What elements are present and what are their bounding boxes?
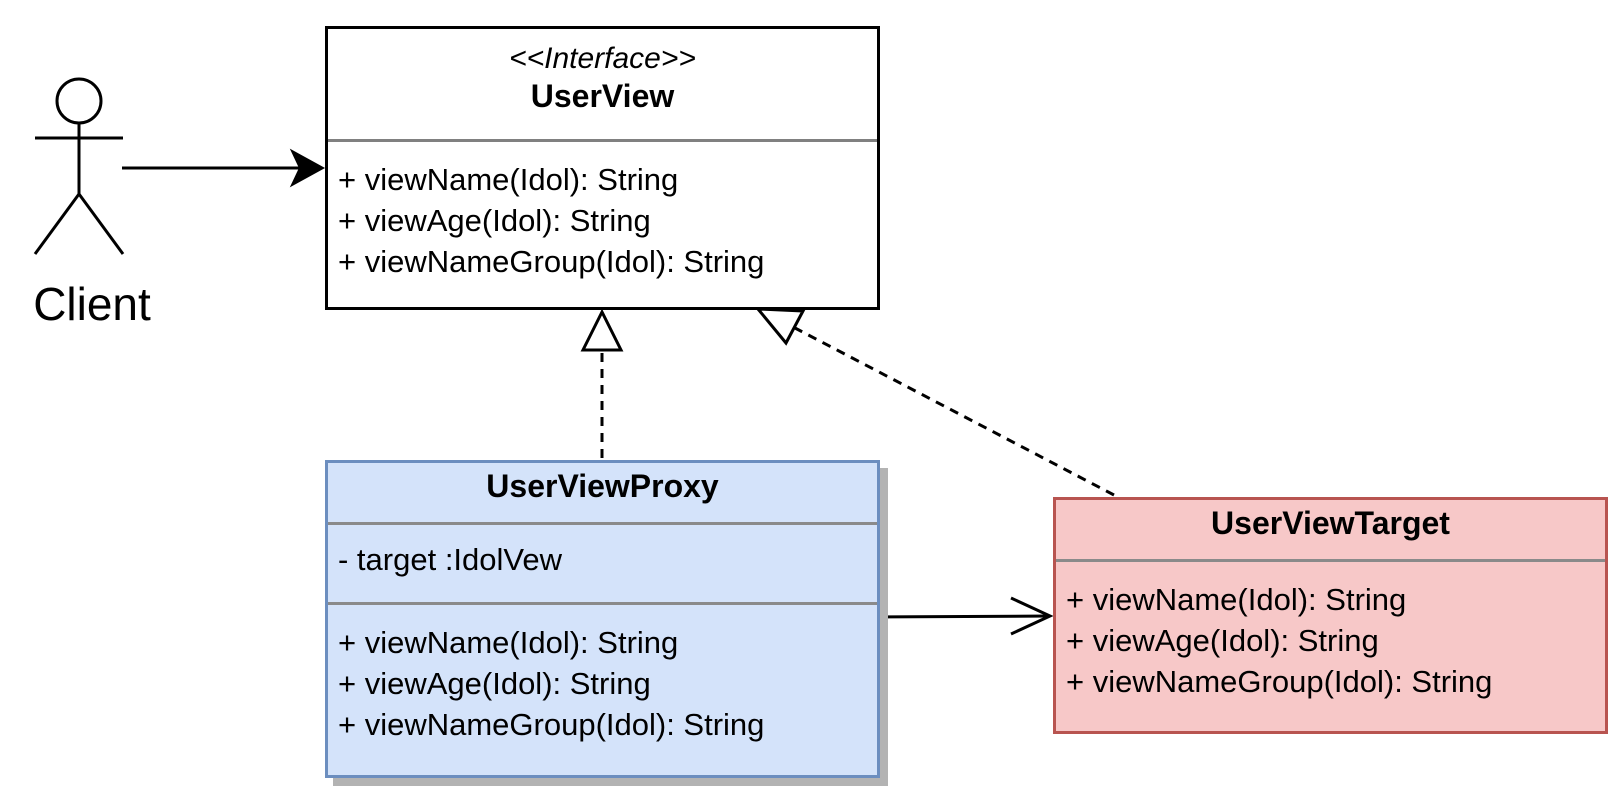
stereotype-label: <<Interface>> [509,42,696,75]
divider [328,522,877,525]
operation: + viewNameGroup(Idol): String [338,244,765,279]
operation: + viewAge(Idol): String [338,203,651,238]
attributes-section: - target :IdolVew [328,525,877,602]
operation: + viewName(Idol): String [338,162,679,197]
client-actor: Client [22,76,162,336]
divider [1056,559,1605,562]
class-name: UserViewProxy [486,468,719,504]
target-realizes-userview [754,307,1115,497]
class-header: UserViewTarget [1056,500,1605,559]
class-header: <<Interface>> UserView [328,29,877,139]
class-header: UserViewProxy [328,463,877,522]
operation: + viewAge(Idol): String [338,666,651,701]
class-name: UserViewTarget [1211,505,1450,541]
operation: + viewName(Idol): String [1066,582,1407,617]
operation: + viewNameGroup(Idol): String [1066,664,1493,699]
client-to-userview-arrow [122,148,326,188]
operations-section: + viewName(Idol): String + viewAge(Idol)… [328,605,877,745]
divider [328,602,877,605]
userviewproxy-class-box[interactable]: UserViewProxy - target :IdolVew + viewNa… [325,460,880,778]
operations-section: + viewName(Idol): String + viewAge(Idol)… [328,142,877,282]
operation: + viewNameGroup(Idol): String [338,707,765,742]
operation: + viewAge(Idol): String [1066,623,1379,658]
operations-section: + viewName(Idol): String + viewAge(Idol)… [1056,562,1605,702]
attribute: - target :IdolVew [338,542,563,577]
class-name: UserView [530,78,675,114]
actor-label: Client [33,278,151,330]
divider [328,139,877,142]
proxy-to-target-arrow [877,596,1054,636]
operation: + viewName(Idol): String [338,625,679,660]
userview-interface-box[interactable]: <<Interface>> UserView + viewName(Idol):… [325,26,880,310]
proxy-realizes-userview [580,308,624,458]
stick-figure-icon [33,77,125,255]
userviewtarget-class-box[interactable]: UserViewTarget + viewName(Idol): String … [1053,497,1608,734]
